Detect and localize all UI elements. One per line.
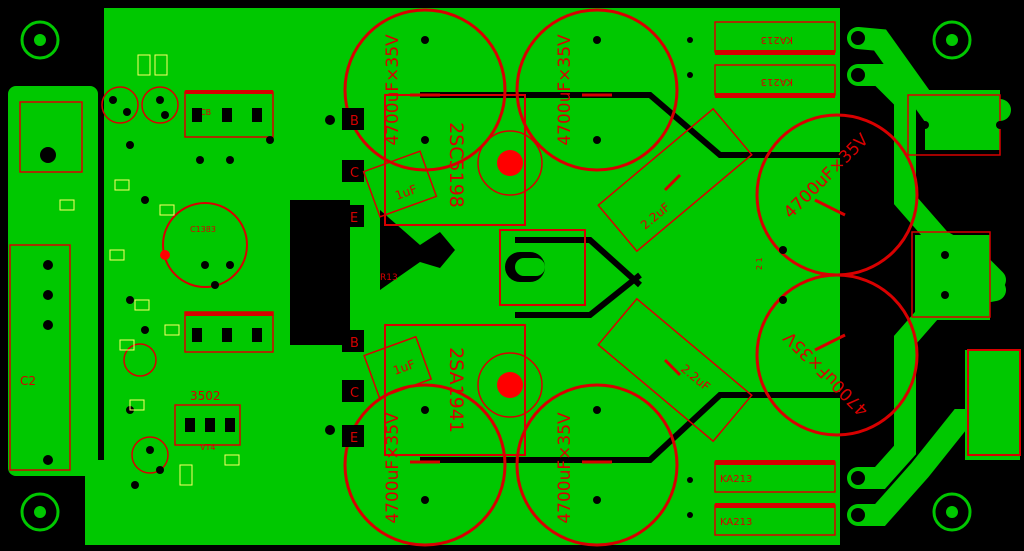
input-pad: [40, 147, 56, 163]
right-fuse-outline: [967, 349, 1021, 456]
left-strip-pads: [43, 260, 53, 465]
mounting-hole-top-right: [932, 20, 972, 60]
diode-4: KA213: [714, 503, 836, 536]
driver-pads: [109, 96, 335, 489]
diode-pads: [851, 31, 865, 522]
small-smd-parts: [59, 54, 240, 486]
output-pad: [499, 229, 586, 306]
vt4-label: VT4: [200, 443, 215, 452]
driver-section: 3502 VT4 C1383 ECB R13 2 1: [101, 86, 764, 474]
left-copper-strip: [8, 86, 98, 476]
transistor-pnp: 2SA1941: [384, 324, 543, 456]
pin-e: E: [350, 211, 358, 226]
isolation-center: [420, 92, 840, 463]
cap-bottom-right-label: 4700uF×35V: [555, 412, 575, 524]
ic-label: 3502: [190, 389, 221, 403]
pnp-label: 2SA1941: [445, 347, 467, 433]
isolation-center2: [515, 237, 643, 318]
cap-pads: [421, 36, 859, 518]
pin-c2: C: [350, 386, 359, 401]
nums-label: 2 1: [755, 257, 764, 270]
mounting-hole-bottom-left: [20, 492, 60, 532]
diode-2-label: KA213: [761, 76, 793, 87]
cap-top-right-label: 4700uF×35V: [555, 34, 575, 146]
transistor-pins: B C E B C E: [342, 108, 364, 447]
right-relay-outline: [911, 231, 991, 318]
r13-label: R13: [380, 273, 398, 283]
diode-4-label: KA213: [720, 517, 752, 528]
right-copper-block3: [965, 350, 1020, 460]
cap-bottom-left-label: 4700uF×35V: [383, 412, 403, 524]
diode-2: KA213: [714, 64, 836, 98]
input-connector-outline: [19, 101, 83, 173]
main-copper-pour: [85, 8, 840, 545]
pin-c: C: [350, 166, 359, 181]
c2-label: C2: [20, 374, 36, 388]
ecb-label: ECB: [195, 108, 211, 117]
isolation-gnd-left: [380, 210, 455, 290]
cap-top-left: 4700uF×35V: [343, 8, 507, 172]
left-cap-outline: [9, 244, 71, 471]
diode-1: KA213: [714, 21, 836, 55]
bulk-ground-cutout: [290, 200, 350, 345]
pin-b: B: [350, 114, 359, 129]
npn-label: 2SC5198: [445, 122, 467, 208]
diode-3: KA213: [714, 460, 836, 493]
pin-b2: B: [350, 336, 359, 351]
cap-bottom-right: 4700uF×35V: [515, 383, 679, 547]
right-copper-block: [925, 90, 1000, 150]
vt-mid-label: C1383: [190, 225, 216, 234]
diode-3-label: KA213: [720, 474, 752, 485]
cap-top-left-label: 4700uF×35V: [383, 34, 403, 146]
right-copper-block2: [915, 235, 990, 320]
diode-1-label: KA213: [761, 34, 793, 45]
mounting-hole-bottom-right: [932, 492, 972, 532]
cap-bottom-left: 4700uF×35V: [343, 383, 507, 547]
right-pads: [921, 121, 1004, 330]
pin-e2: E: [350, 431, 358, 446]
cap-top-right: 4700uF×35V: [515, 8, 679, 172]
mounting-hole-top-left: [20, 20, 60, 60]
transistor-npn: 2SC5198: [384, 94, 543, 226]
